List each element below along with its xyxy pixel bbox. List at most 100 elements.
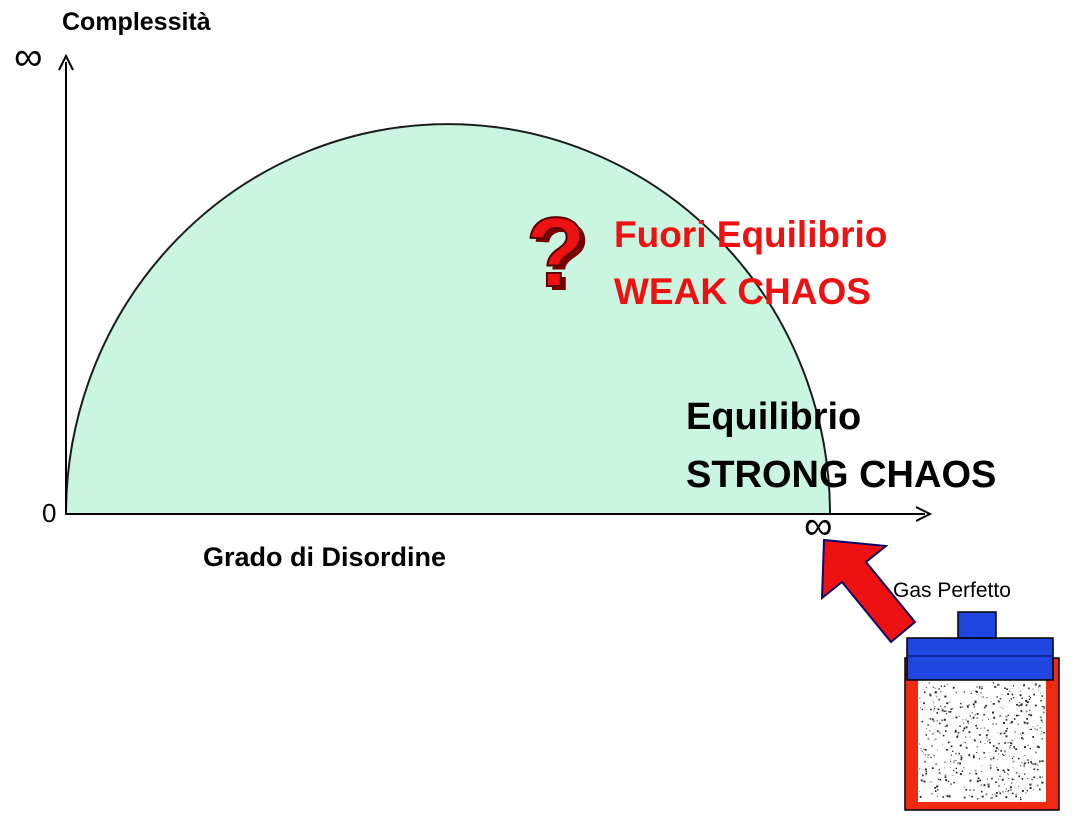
gas-particle [1033,776,1035,778]
gas-particle [1022,738,1024,740]
gas-particle [977,798,979,800]
gas-particle [984,757,986,758]
gas-particle [978,758,980,760]
gas-particle [995,781,997,783]
gas-particle [1005,735,1008,738]
gas-particle [1012,685,1015,687]
gas-particle [924,709,926,711]
gas-particle [982,696,984,698]
gas-particle [963,796,966,799]
gas-particle [967,720,969,723]
gas-particle [1041,738,1043,740]
gas-particle [996,696,998,698]
gas-particle [987,783,990,786]
gas-particle [934,705,936,708]
gas-particle [1007,769,1010,771]
gas-particle [1038,688,1040,690]
gas-particle [998,784,1000,787]
gas-particle [974,700,977,703]
gas-particle [1005,754,1007,755]
gas-particle [1030,714,1033,717]
gas-particle [1020,797,1021,798]
gas-particle [955,691,957,693]
gas-particle [991,794,993,796]
gas-particle [944,685,946,687]
gas-particle [960,756,963,759]
ideal-gas-label: Gas Perfetto [893,579,1011,602]
gas-particle [1015,793,1017,795]
gas-particle [1011,693,1014,696]
gas-particle [976,780,979,783]
gas-particle [995,750,997,752]
gas-particle [955,716,958,719]
gas-particle [1040,692,1042,694]
gas-particle [1030,761,1032,763]
gas-particle [937,708,940,710]
gas-particle [1003,705,1005,707]
gas-particle [932,720,935,722]
gas-particle [929,693,931,695]
gas-particle [1029,748,1031,749]
gas-particle [958,752,960,755]
gas-particle [942,796,944,798]
gas-particle [1040,733,1042,735]
y-axis-label: Complessità [62,8,211,36]
gas-particle [985,736,988,739]
gas-particle [955,771,958,774]
gas-particle [924,754,926,756]
gas-particle [1034,704,1037,707]
gas-particle [1036,725,1038,726]
gas-particle [981,790,983,793]
gas-particle [1000,750,1002,752]
gas-particle [921,774,924,777]
gas-particle [950,783,952,785]
gas-particle [953,760,955,762]
gas-particle [1005,730,1008,732]
gas-particle [1005,796,1008,799]
gas-particle [1010,742,1013,745]
gas-particle [931,718,934,721]
gas-particle [1028,713,1030,716]
gas-particle [1037,768,1039,771]
gas-particle [944,774,947,777]
piston-rod [957,611,997,639]
gas-particle [1038,685,1041,687]
gas-particle [934,692,936,694]
gas-particle [979,687,981,689]
gas-particle [959,706,962,708]
question-mark-icon: ? ? [525,196,591,311]
gas-particle [939,779,942,781]
gas-particle [997,732,999,734]
gas-particle [1027,762,1030,764]
gas-particle [1026,789,1029,792]
gas-particle [1041,721,1043,723]
gas-particle [1020,703,1023,706]
gas-particle [997,683,1000,686]
gas-particle [940,705,942,707]
gas-particle [1032,688,1034,690]
gas-particle [944,761,946,763]
gas-particle [999,698,1002,700]
gas-particle [924,760,927,763]
gas-particle [1030,728,1032,730]
gas-particle [956,735,959,738]
gas-particle [1027,778,1029,779]
gas-particle [1033,693,1035,696]
gas-particle [996,792,998,794]
gas-particle [1020,798,1022,801]
gas-particle [986,696,988,699]
gas-particle [1016,714,1018,717]
gas-particle [932,700,934,702]
gas-particle [1018,785,1020,787]
gas-particle [1032,736,1035,738]
gas-particle [931,767,934,770]
gas-particle [928,730,930,731]
gas-particle [1007,777,1010,780]
gas-particle [976,713,979,715]
gas-particle [1005,788,1007,790]
gas-particle [999,792,1002,795]
gas-particle [983,752,985,754]
gas-particle [940,685,942,687]
